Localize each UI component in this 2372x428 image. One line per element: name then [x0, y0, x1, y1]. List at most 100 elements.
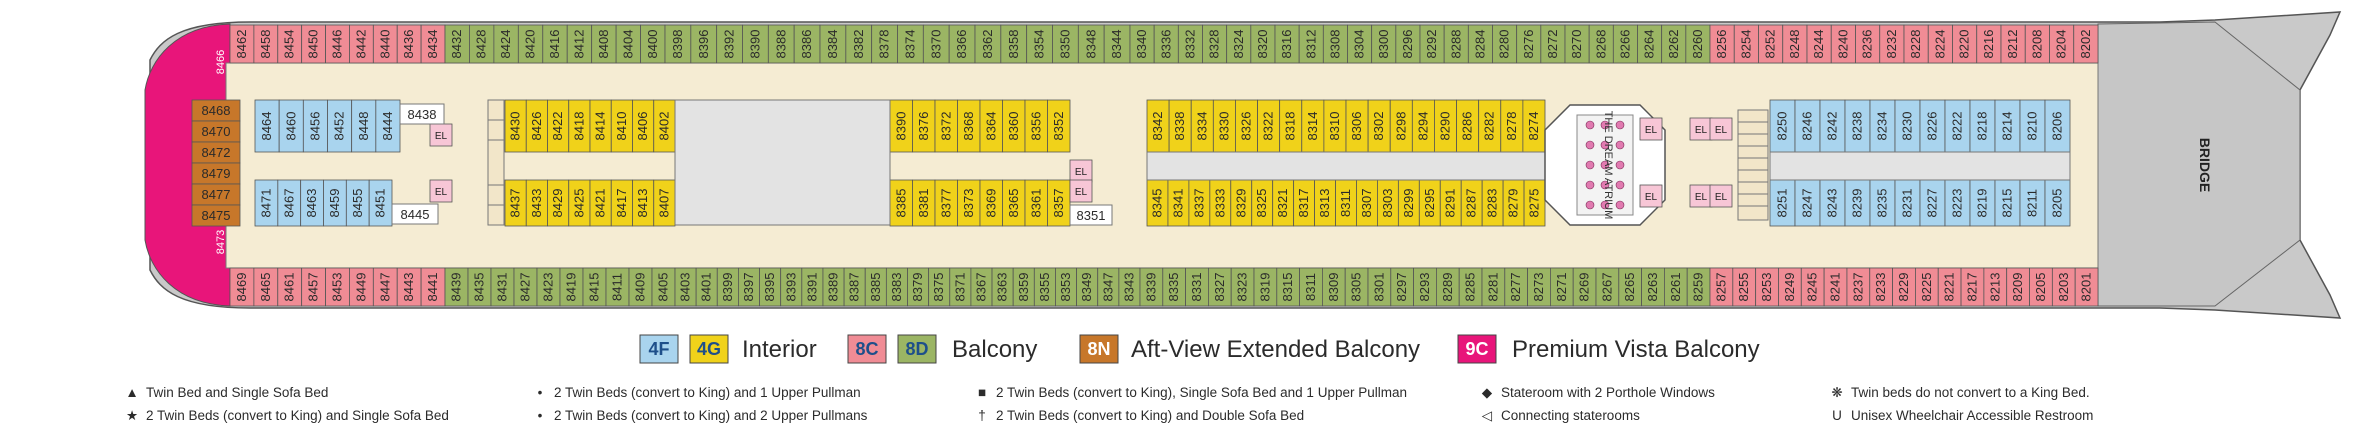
cabin-8355[interactable]: 8355 — [1033, 267, 1056, 307]
cabin-8303[interactable]: 8303 — [1377, 179, 1399, 227]
cabin-8319[interactable]: 8319 — [1253, 267, 1278, 307]
cabin-8324[interactable]: 8324 — [1226, 24, 1252, 64]
cabin-8417[interactable]: 8417 — [610, 179, 633, 227]
cabin-8374[interactable]: 8374 — [897, 24, 924, 64]
cabin-8354[interactable]: 8354 — [1026, 24, 1053, 64]
cabin-8252[interactable]: 8252 — [1758, 24, 1784, 64]
cabin-8260[interactable]: 8260 — [1685, 24, 1711, 64]
cabin-8248[interactable]: 8248 — [1782, 24, 1808, 64]
cabin-8465[interactable]: 8465 — [253, 267, 279, 307]
cabin-8385[interactable]: 8385 — [864, 267, 887, 307]
cabin-8391[interactable]: 8391 — [801, 267, 824, 307]
cabin-8390[interactable]: 8390 — [889, 99, 913, 153]
cabin-8435[interactable]: 8435 — [467, 267, 492, 307]
cabin-8243[interactable]: 8243 — [1819, 179, 1846, 227]
cabin-8461[interactable]: 8461 — [277, 267, 303, 307]
cabin-8286[interactable]: 8286 — [1456, 99, 1480, 153]
cabin-8349[interactable]: 8349 — [1076, 267, 1099, 307]
cabin-8467[interactable]: 8467 — [277, 179, 302, 227]
cabin-8316[interactable]: 8316 — [1274, 24, 1300, 64]
cabin-8428[interactable]: 8428 — [469, 24, 495, 64]
cabin-8275[interactable]: 8275 — [1523, 179, 1546, 227]
cabin-8269[interactable]: 8269 — [1572, 267, 1597, 307]
cabin-8347[interactable]: 8347 — [1097, 267, 1120, 307]
cabin-8257[interactable]: 8257 — [1709, 267, 1734, 307]
cabin-8403[interactable]: 8403 — [674, 267, 697, 307]
cabin-8270[interactable]: 8270 — [1564, 24, 1590, 64]
cabin-8420[interactable]: 8420 — [517, 24, 544, 64]
cabin-8228[interactable]: 8228 — [1903, 24, 1929, 64]
cabin-8217[interactable]: 8217 — [1960, 267, 1985, 307]
cabin-8376[interactable]: 8376 — [912, 99, 936, 153]
cabin-8293[interactable]: 8293 — [1413, 267, 1437, 307]
cabin-8436[interactable]: 8436 — [396, 24, 422, 64]
cabin-8250[interactable]: 8250 — [1769, 99, 1796, 153]
cabin-8297[interactable]: 8297 — [1390, 267, 1415, 307]
cabin-8404[interactable]: 8404 — [615, 24, 641, 64]
cabin-8448[interactable]: 8448 — [351, 99, 377, 153]
cabin-8399[interactable]: 8399 — [716, 267, 739, 307]
cabin-8418[interactable]: 8418 — [568, 99, 591, 153]
cabin-8464[interactable]: 8464 — [254, 99, 280, 153]
cabin-8299[interactable]: 8299 — [1397, 179, 1420, 227]
cabin-8215[interactable]: 8215 — [1994, 179, 2021, 227]
cabin-8290[interactable]: 8290 — [1434, 99, 1457, 153]
cabin-8284[interactable]: 8284 — [1467, 24, 1493, 64]
cabin-8271[interactable]: 8271 — [1550, 267, 1574, 307]
cabin-8411[interactable]: 8411 — [605, 267, 630, 307]
cabin-8359[interactable]: 8359 — [1012, 267, 1035, 307]
cabin-8221[interactable]: 8221 — [1937, 267, 1962, 307]
cabin-8274[interactable]: 8274 — [1522, 99, 1546, 153]
cabin-8378[interactable]: 8378 — [871, 24, 898, 64]
cabin-8212[interactable]: 8212 — [2000, 24, 2026, 64]
cabin-8421[interactable]: 8421 — [589, 179, 612, 227]
cabin-8231[interactable]: 8231 — [1894, 179, 1921, 227]
cabin-8454[interactable]: 8454 — [277, 24, 303, 64]
cabin-8214[interactable]: 8214 — [1994, 99, 2021, 153]
cabin-8209[interactable]: 8209 — [2006, 267, 2030, 307]
cabin-8416[interactable]: 8416 — [542, 24, 568, 64]
cabin-8450[interactable]: 8450 — [301, 24, 326, 64]
cabin-8466[interactable]: 8466 — [215, 50, 227, 74]
cabin-8201[interactable]: 8201 — [2074, 267, 2099, 307]
cabin-8255[interactable]: 8255 — [1732, 267, 1757, 307]
cabin-8477[interactable]: 8477 — [191, 183, 241, 206]
cabin-8206[interactable]: 8206 — [2044, 99, 2071, 153]
cabin-8415[interactable]: 8415 — [582, 267, 607, 307]
cabin-8329[interactable]: 8329 — [1230, 179, 1253, 227]
cabin-8229[interactable]: 8229 — [1892, 267, 1916, 307]
cabin-8398[interactable]: 8398 — [664, 24, 692, 64]
cabin-8277[interactable]: 8277 — [1504, 267, 1529, 307]
cabin-8463[interactable]: 8463 — [300, 179, 324, 227]
cabin-8389[interactable]: 8389 — [822, 267, 845, 307]
cabin-8326[interactable]: 8326 — [1235, 99, 1258, 153]
cabin-8348[interactable]: 8348 — [1077, 24, 1105, 64]
cabin-8210[interactable]: 8210 — [2019, 99, 2046, 153]
cabin-8470[interactable]: 8470 — [191, 120, 241, 143]
cabin-8423[interactable]: 8423 — [536, 267, 561, 307]
cabin-8291[interactable]: 8291 — [1439, 179, 1462, 227]
cabin-8432[interactable]: 8432 — [444, 24, 470, 64]
cabin-8457[interactable]: 8457 — [301, 267, 326, 307]
cabin-8333[interactable]: 8333 — [1209, 179, 1232, 227]
cabin-8377[interactable]: 8377 — [934, 179, 958, 227]
cabin-8332[interactable]: 8332 — [1177, 24, 1203, 64]
cabin-8328[interactable]: 8328 — [1202, 24, 1228, 64]
cabin-8264[interactable]: 8264 — [1637, 24, 1663, 64]
cabin-8438[interactable] — [399, 103, 445, 125]
cabin-8272[interactable]: 8272 — [1540, 24, 1566, 64]
cabin-8356[interactable]: 8356 — [1024, 99, 1048, 153]
cabin-8234[interactable]: 8234 — [1869, 99, 1896, 153]
cabin-8281[interactable]: 8281 — [1481, 267, 1506, 307]
cabin-8295[interactable]: 8295 — [1418, 179, 1441, 227]
cabin-8263[interactable]: 8263 — [1641, 267, 1665, 307]
cabin-8368[interactable]: 8368 — [957, 99, 981, 153]
cabin-8373[interactable]: 8373 — [957, 179, 981, 227]
cabin-8314[interactable]: 8314 — [1301, 99, 1325, 153]
cabin-8479[interactable]: 8479 — [191, 162, 241, 185]
cabin-8267[interactable]: 8267 — [1595, 267, 1620, 307]
cabin-8294[interactable]: 8294 — [1411, 99, 1435, 153]
cabin-8337[interactable]: 8337 — [1188, 179, 1211, 227]
cabin-8396[interactable]: 8396 — [690, 24, 718, 64]
cabin-8426[interactable]: 8426 — [525, 99, 548, 153]
